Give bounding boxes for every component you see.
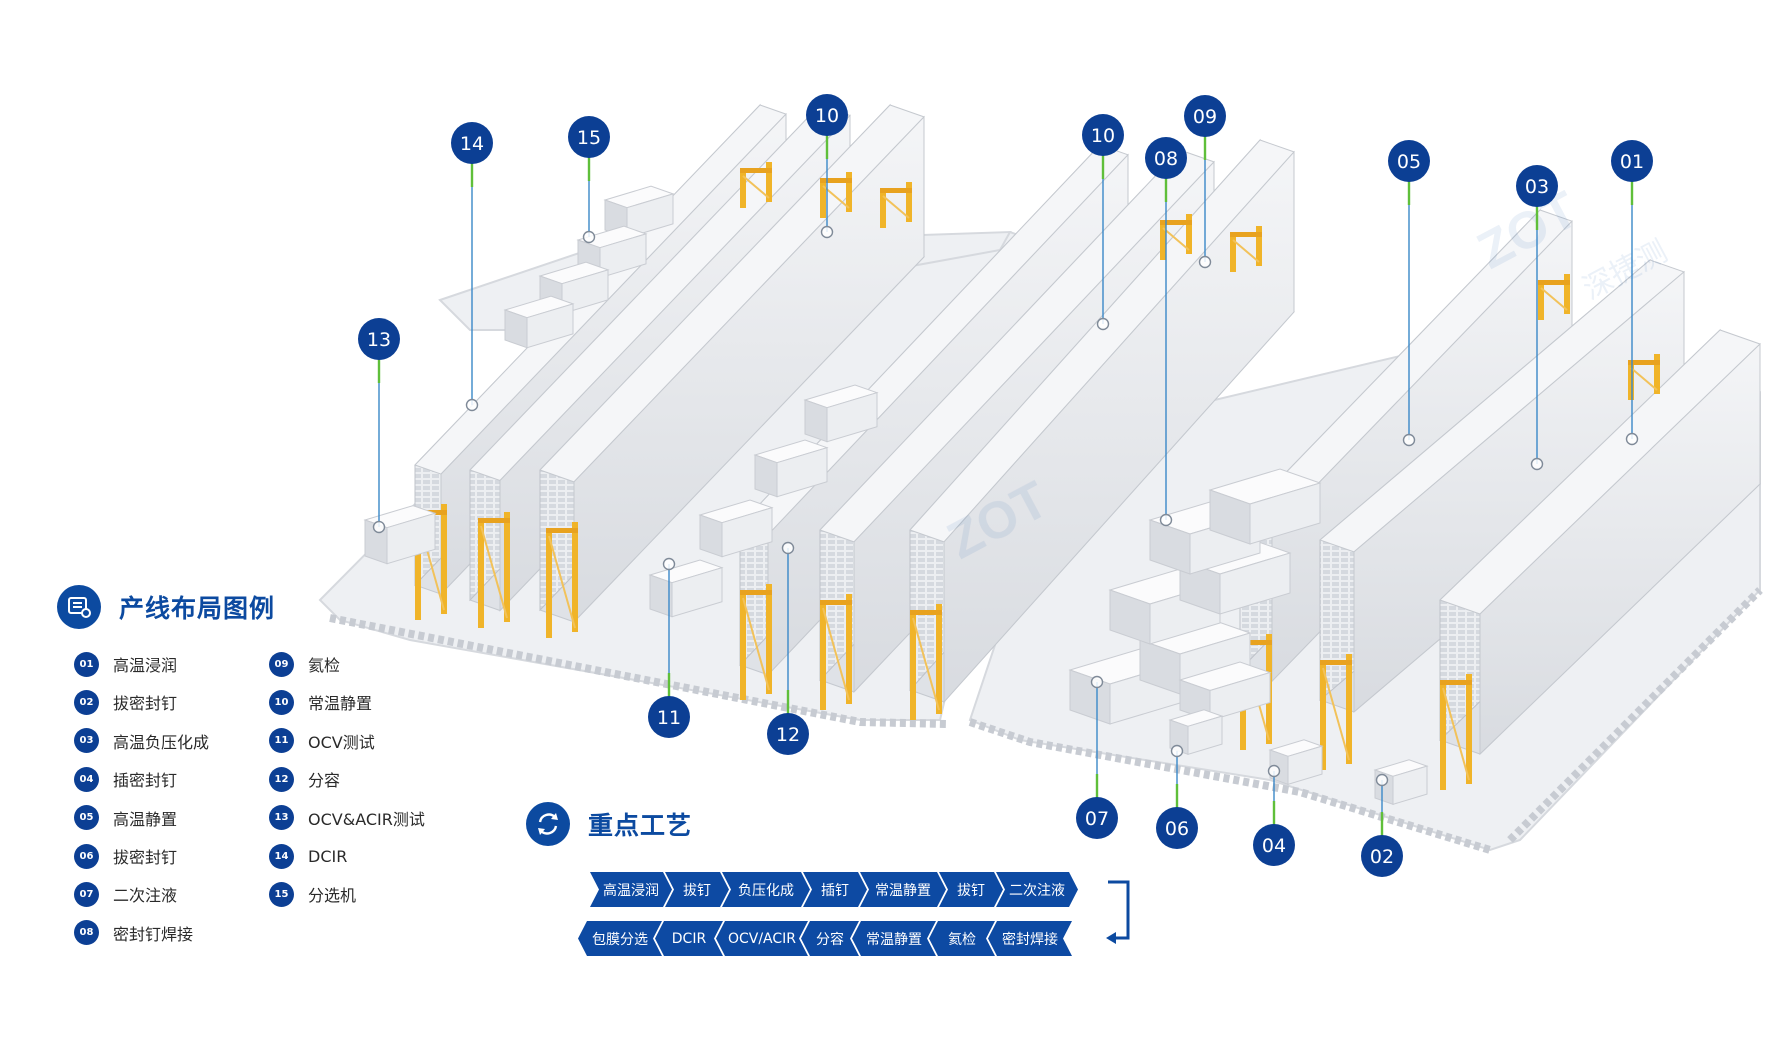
legend-item-11: 11 OCV测试 bbox=[269, 728, 375, 754]
legend-item-14: 14 DCIR bbox=[269, 843, 347, 869]
machine-15 bbox=[1208, 468, 1322, 545]
gantry-2 bbox=[478, 512, 510, 628]
gantry-14 bbox=[1230, 226, 1262, 272]
process-step-row1-2: 拔钉 bbox=[665, 872, 729, 907]
process-step-row2-2: DCIR bbox=[655, 921, 723, 956]
legend-item-01: 01 高温浸润 bbox=[74, 651, 177, 677]
process-step-row1-4: 插钉 bbox=[803, 872, 867, 907]
legend-number: 15 bbox=[269, 881, 294, 907]
legend-label: 拔密封钉 bbox=[113, 694, 178, 714]
machine-19 bbox=[1373, 759, 1429, 806]
legend-label: 高温浸润 bbox=[113, 656, 178, 675]
gantry-8 bbox=[1320, 654, 1352, 770]
conveyor-rail-1 bbox=[329, 614, 949, 728]
legend-item-10: 10 常温静置 bbox=[269, 689, 372, 715]
cycle-arrows-icon bbox=[526, 802, 570, 846]
list-view-icon bbox=[57, 585, 101, 629]
legend-item-02: 02 拔密封钉 bbox=[74, 689, 177, 715]
legend-item-08: 08 密封钉焊接 bbox=[74, 920, 193, 946]
legend-number: 01 bbox=[74, 651, 99, 677]
legend-number: 03 bbox=[74, 728, 99, 754]
gantry-4 bbox=[740, 584, 772, 700]
process-flow-row-1: 高温浸润拔钉负压化成插钉常温静置拔钉二次注液 bbox=[590, 872, 1071, 907]
legend-label: 拔密封钉 bbox=[113, 848, 178, 867]
legend-label: 二次注液 bbox=[113, 886, 178, 906]
gantry-6 bbox=[910, 604, 942, 720]
legend-label: 密封钉焊接 bbox=[113, 924, 194, 944]
rack-3 bbox=[539, 103, 925, 624]
legend-number: 10 bbox=[269, 689, 294, 715]
legend-number: 02 bbox=[74, 689, 99, 715]
gantry-9 bbox=[1440, 674, 1472, 790]
legend-header: 产线布局图例 bbox=[57, 585, 275, 629]
legend-item-05: 05 高温静置 bbox=[74, 805, 177, 831]
rack-6 bbox=[909, 138, 1295, 704]
legend-number: 04 bbox=[74, 766, 99, 792]
legend-item-12: 12 分容 bbox=[269, 766, 340, 792]
conveyor-rail-2 bbox=[968, 718, 1492, 854]
legend-label: OCV&ACIR测试 bbox=[308, 809, 425, 829]
legend-label: 分选机 bbox=[308, 886, 357, 906]
test-machines bbox=[363, 185, 1429, 806]
machine-2 bbox=[648, 559, 724, 618]
legend-number: 14 bbox=[269, 843, 294, 869]
legend-number: 13 bbox=[269, 805, 294, 831]
legend-label: 常温静置 bbox=[308, 694, 373, 714]
legend-number: 07 bbox=[74, 881, 99, 907]
process-title: 重点工艺 bbox=[588, 811, 693, 840]
legend-item-09: 09 氦检 bbox=[269, 651, 340, 677]
process-step-row2-3: OCV/ACIR bbox=[716, 921, 808, 956]
process-step-row1-3: 负压化成 bbox=[722, 872, 810, 907]
machine-9 bbox=[503, 295, 575, 349]
legend-label: DCIR bbox=[308, 846, 348, 866]
process-step-row1-5: 常温静置 bbox=[860, 872, 946, 907]
gantry-16 bbox=[1628, 354, 1660, 400]
gantry-12 bbox=[880, 182, 912, 228]
process-step-row1-7: 二次注液 bbox=[996, 872, 1078, 907]
process-header: 重点工艺 bbox=[526, 802, 692, 846]
gantry-3 bbox=[546, 522, 578, 638]
legend-item-04: 04 插密封钉 bbox=[74, 766, 177, 792]
legend-number: 11 bbox=[269, 728, 294, 754]
machine-3 bbox=[698, 499, 774, 558]
legend-list: 01 高温浸润 02 拔密封钉 03 高温负压化成 04 插密封钉 05 高温静置 06 拔密封钉 07… bbox=[74, 651, 474, 951]
machine-5 bbox=[803, 384, 879, 443]
conveyor-rail-3 bbox=[1507, 587, 1763, 843]
legend-item-15: 15 分选机 bbox=[269, 881, 356, 907]
machine-4 bbox=[753, 439, 829, 498]
legend-label: 插密封钉 bbox=[113, 771, 178, 791]
process-step-row2-6: 氦检 bbox=[929, 921, 995, 956]
process-step-row1-6: 拔钉 bbox=[939, 872, 1003, 907]
process-step-row2-4: 分容 bbox=[801, 921, 859, 956]
gantry-13 bbox=[1160, 214, 1192, 260]
gantry-10 bbox=[740, 162, 772, 208]
legend-item-07: 07 二次注液 bbox=[74, 881, 177, 907]
legend-label: 分容 bbox=[308, 771, 341, 791]
process-step-row2-1: 包膜分选 bbox=[578, 921, 662, 956]
legend-label: 高温静置 bbox=[113, 809, 178, 829]
legend-number: 06 bbox=[74, 843, 99, 869]
legend-label: 高温负压化成 bbox=[113, 732, 210, 752]
process-step-row1-1: 高温浸润 bbox=[590, 872, 672, 907]
legend-number: 08 bbox=[74, 920, 99, 946]
legend-item-13: 13 OCV&ACIR测试 bbox=[269, 805, 425, 831]
legend-item-03: 03 高温负压化成 bbox=[74, 728, 209, 754]
process-step-row2-5: 常温静置 bbox=[852, 921, 936, 956]
legend-label: 氦检 bbox=[308, 656, 341, 675]
return-arrow-icon bbox=[1106, 880, 1130, 944]
legend-number: 09 bbox=[269, 651, 294, 677]
legend-label: OCV测试 bbox=[308, 732, 375, 752]
gantry-5 bbox=[820, 594, 852, 710]
legend-item-06: 06 拔密封钉 bbox=[74, 843, 177, 869]
legend-title: 产线布局图例 bbox=[119, 594, 276, 623]
legend-number: 12 bbox=[269, 766, 294, 792]
storage-racks bbox=[414, 103, 1761, 756]
process-step-row2-7: 密封焊接 bbox=[988, 921, 1072, 956]
gantry-15 bbox=[1538, 274, 1570, 320]
legend-number: 05 bbox=[74, 805, 99, 831]
yellow-gantries bbox=[415, 162, 1660, 790]
